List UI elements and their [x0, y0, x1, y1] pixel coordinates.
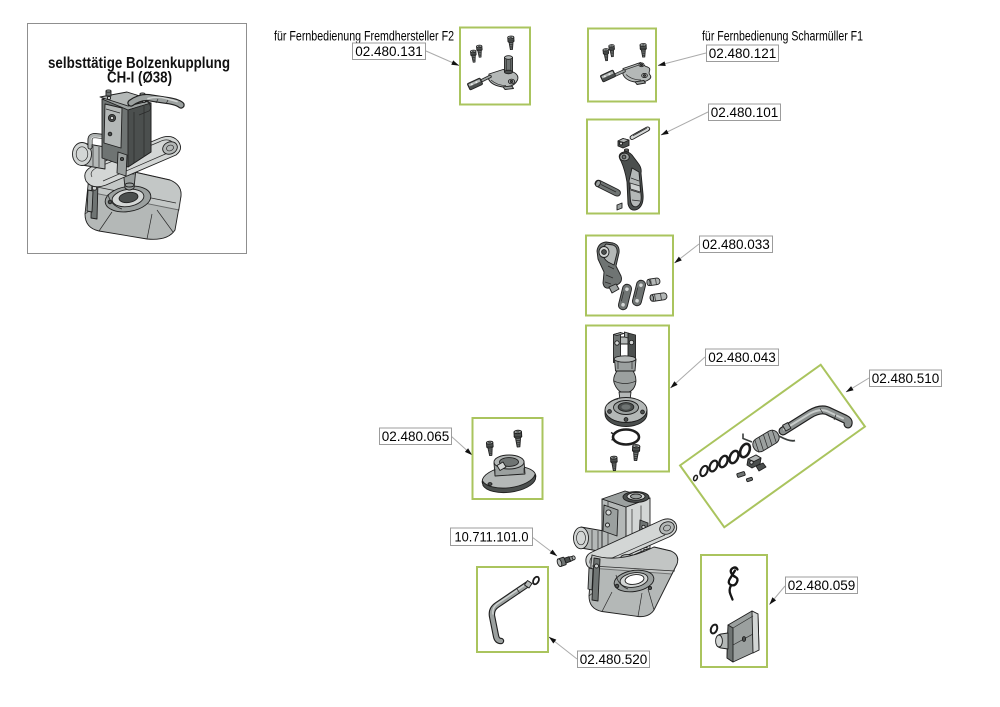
part-label-711[interactable]: 10.711.101.0 — [450, 527, 533, 546]
part-group-131 — [459, 26, 531, 106]
part-label-520-box[interactable] — [577, 650, 650, 668]
part-group-043 — [585, 324, 670, 473]
part-illustration-131 — [467, 35, 519, 91]
part-illustration-520 — [488, 575, 540, 645]
part-illustration-510 — [692, 405, 853, 483]
part-group-059 — [700, 554, 768, 668]
part-label-121[interactable]: 02.480.121 — [706, 44, 779, 62]
title-line-2: CH-I (Ø38) — [107, 70, 172, 87]
part-label-121-text[interactable]: 02.480.121 — [709, 46, 777, 61]
part-box-520 — [476, 566, 549, 653]
part-label-043[interactable]: 02.480.043 — [705, 348, 779, 366]
part-group-065 — [471, 417, 544, 500]
part-illustration-059 — [709, 566, 760, 663]
overview-coupling-illustration — [72, 89, 185, 240]
part-label-131-text[interactable]: 02.480.131 — [355, 44, 423, 59]
part-label-059[interactable]: 02.480.059 — [785, 576, 858, 594]
part-box-121 — [587, 27, 657, 103]
part-group-510 — [678, 363, 867, 529]
annotation-f1: für Fernbedienung Scharmüller F1 — [702, 29, 863, 44]
part-label-101-text[interactable]: 02.480.101 — [711, 105, 779, 120]
part-illustration-033 — [596, 241, 668, 311]
part-label-033-box[interactable] — [699, 235, 773, 253]
part-label-059-text[interactable]: 02.480.059 — [788, 578, 856, 593]
leader-lines — [425, 50, 870, 660]
part-box-510 — [678, 363, 867, 529]
annotation-f2: für Fernbedienung Fremdhersteller F2 — [274, 29, 454, 44]
title-box: selbsttätige Bolzenkupplung CH-I (Ø38) — [27, 23, 247, 254]
leader-065 — [450, 435, 473, 456]
main-body-illustration — [573, 490, 679, 618]
part-label-065-box[interactable] — [379, 427, 452, 445]
part-illustration-043 — [604, 331, 648, 472]
part-label-520-text[interactable]: 02.480.520 — [580, 652, 648, 667]
part-group-121 — [587, 27, 657, 103]
part-label-520[interactable]: 02.480.520 — [577, 650, 650, 668]
part-box-131 — [459, 26, 531, 106]
part-label-101-box[interactable] — [708, 103, 781, 121]
leader-059 — [769, 585, 786, 605]
part-label-131-box[interactable] — [352, 42, 426, 60]
leader-043 — [670, 356, 706, 389]
leader-711 — [531, 536, 558, 557]
leader-101 — [660, 111, 709, 136]
part-label-121-box[interactable] — [706, 44, 779, 62]
part-label-059-box[interactable] — [785, 576, 858, 594]
part-label-065-text[interactable]: 02.480.065 — [382, 429, 450, 444]
part-illustration-121 — [600, 42, 652, 85]
leader-121 — [657, 52, 707, 66]
part-group-033 — [585, 234, 674, 317]
part-label-033[interactable]: 02.480.033 — [699, 235, 773, 253]
part-label-131[interactable]: 02.480.131 — [352, 42, 426, 60]
part-label-711-text[interactable]: 10.711.101.0 — [455, 530, 529, 545]
part-label-711-box[interactable] — [450, 527, 533, 546]
part-label-033-text[interactable]: 02.480.033 — [702, 237, 770, 252]
part-label-510-box[interactable] — [869, 369, 942, 387]
part-group-101 — [586, 118, 660, 215]
leader-510 — [845, 377, 870, 393]
leader-131 — [425, 50, 460, 66]
part-illustration-065 — [481, 429, 537, 494]
part-label-043-box[interactable] — [705, 348, 779, 366]
title-line-1: selbsttätige Bolzenkupplung — [48, 55, 230, 72]
part-label-065[interactable]: 02.480.065 — [379, 427, 452, 445]
part-label-043-text[interactable]: 02.480.043 — [708, 350, 776, 365]
part-illustration-101 — [594, 126, 651, 211]
part-label-510[interactable]: 02.480.510 — [869, 369, 942, 387]
part-label-510-text[interactable]: 02.480.510 — [872, 371, 940, 386]
part-group-520 — [476, 566, 549, 653]
part-label-101[interactable]: 02.480.101 — [708, 103, 781, 121]
part-grease-nipple — [556, 555, 576, 568]
leader-033 — [674, 243, 700, 264]
leader-520 — [548, 636, 578, 660]
